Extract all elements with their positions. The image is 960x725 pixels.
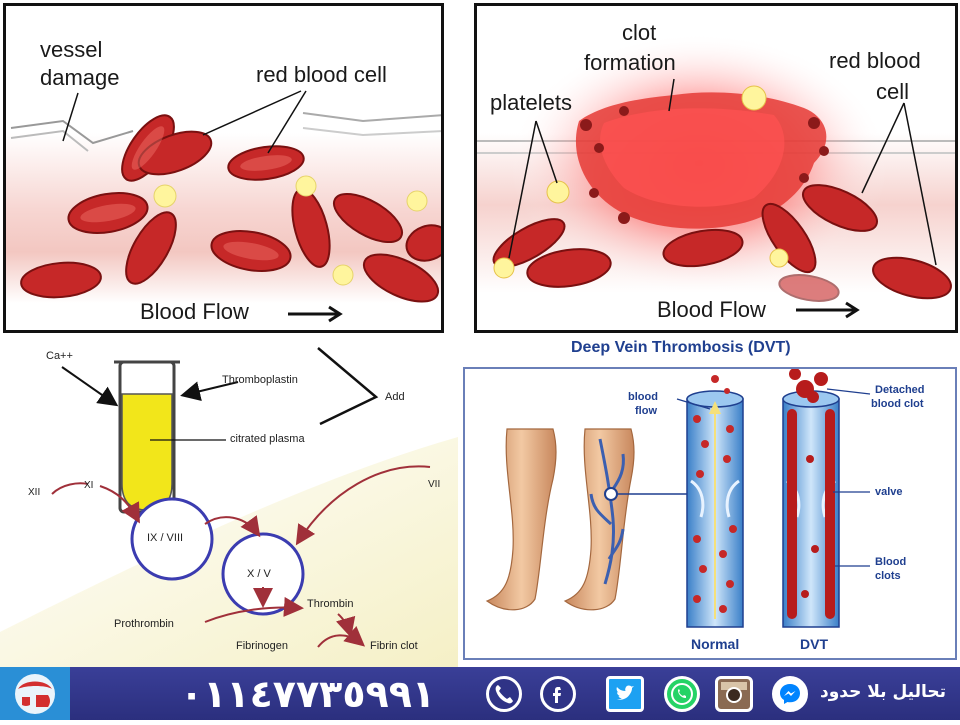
red-blood-cell-label-1: red blood (829, 48, 921, 73)
detached-clot-label-1: Detached (875, 384, 925, 396)
dvt-panel: blood flow Detached blood clot valve Blo… (463, 367, 957, 660)
ca-label: Ca++ (46, 350, 73, 362)
factor-x-v-label: X / V (247, 568, 271, 580)
valve-label: valve (875, 486, 903, 498)
brand-logo[interactable] (0, 667, 70, 720)
citrated-plasma-label: citrated plasma (230, 433, 305, 445)
vessel-damage-label-2: damage (40, 65, 120, 90)
fibrinogen-label: Fibrinogen (236, 640, 288, 652)
coagulation-cascade-illustration (0, 347, 458, 667)
normal-label: Normal (691, 636, 740, 652)
factor-xi-label: XI (84, 480, 94, 491)
factor-vii-label: VII (428, 479, 441, 490)
factor-ix-viii-label: IX / VIII (147, 532, 184, 544)
twitter-icon[interactable] (606, 676, 644, 712)
factor-xii-label: XII (28, 487, 41, 498)
messenger-icon[interactable] (772, 676, 808, 712)
platelets-label: platelets (490, 90, 572, 115)
clot-formation-label-2: formation (584, 50, 676, 75)
whatsapp-icon[interactable] (664, 676, 700, 712)
vessel-damage-panel: vessel damage red blood cell Blood Flow (3, 3, 444, 333)
fibrin-clot-label: Fibrin clot (370, 640, 418, 652)
instagram-icon[interactable] (715, 676, 753, 712)
blood-clots-label-1: Blood (875, 556, 907, 568)
vessel-damage-label-1: vessel (40, 37, 103, 62)
dvt-label: DVT (800, 636, 828, 652)
add-label: Add (385, 391, 405, 403)
detached-clot-label-2: blood clot (871, 398, 924, 410)
red-blood-cell-label-2: cell (876, 79, 910, 104)
clot-formation-label-1: clot (622, 20, 657, 45)
thromboplastin-label: Thromboplastin (222, 374, 298, 386)
coagulation-cascade-panel: Ca++ Thromboplastin Add citrated plasma … (0, 342, 458, 667)
blood-flow-label-2: flow (635, 405, 657, 417)
blood-flow-label-1: blood (628, 391, 658, 403)
phone-icon[interactable] (486, 676, 522, 712)
red-blood-cell-label: red blood cell (256, 62, 387, 87)
phone-number[interactable]: ٠١١٤٧٧٣٥٩٩١ (180, 672, 436, 716)
facebook-icon[interactable] (540, 676, 576, 712)
vessel-damage-illustration (6, 90, 441, 323)
blood-flow-label: Blood Flow (140, 299, 249, 324)
prothrombin-label: Prothrombin (114, 618, 174, 630)
dvt-title: Deep Vein Thrombosis (DVT) (571, 339, 791, 356)
clot-formation-illustration (477, 33, 955, 319)
thrombin-label: Thrombin (307, 598, 354, 610)
clot-formation-panel: clot formation platelets red blood cell … (474, 3, 958, 333)
footer-bar (0, 667, 960, 720)
brand-name: تحاليل بلا حدود (819, 682, 946, 702)
blood-clots-label-2: clots (875, 570, 901, 582)
brand-logo-icon (15, 674, 55, 714)
dvt-illustration (485, 369, 871, 628)
blood-flow-label: Blood Flow (657, 297, 766, 322)
